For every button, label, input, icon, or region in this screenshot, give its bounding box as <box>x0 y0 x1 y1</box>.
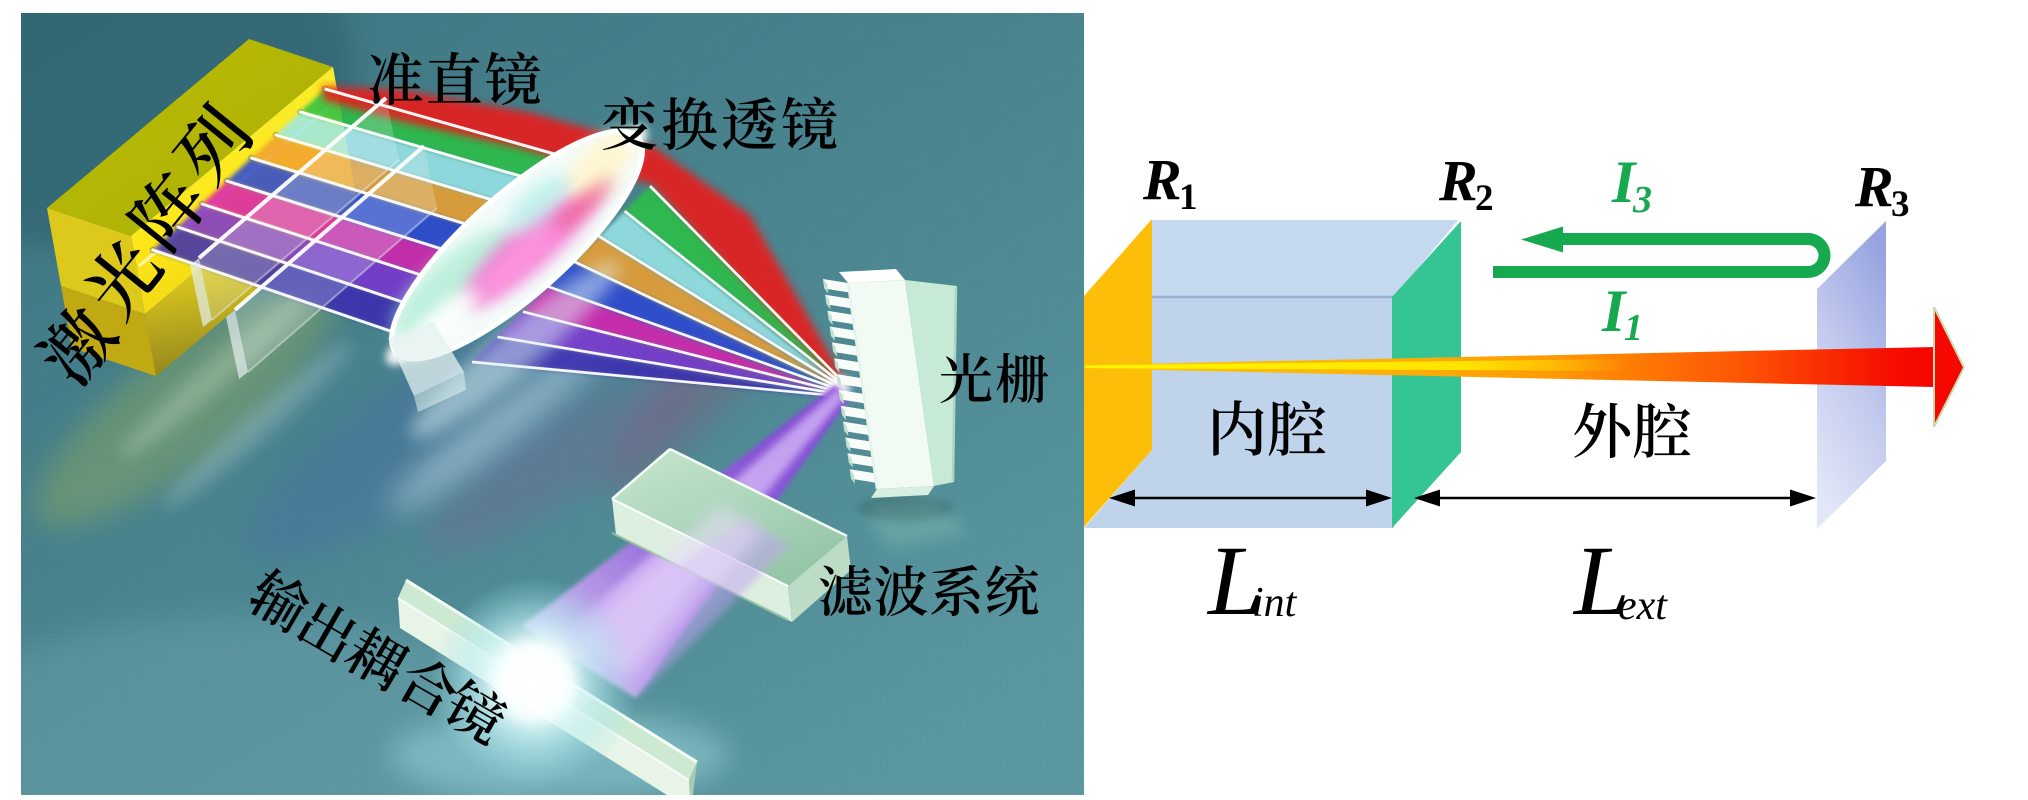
svg-text:int: int <box>1252 580 1298 626</box>
svg-text:1: 1 <box>1179 177 1198 218</box>
svg-text:I: I <box>1601 278 1628 344</box>
svg-text:2: 2 <box>1475 178 1494 219</box>
svg-text:3: 3 <box>1632 179 1652 221</box>
svg-text:L: L <box>1206 525 1264 636</box>
svg-text:ext: ext <box>1618 583 1668 629</box>
svg-text:I: I <box>1611 149 1638 215</box>
svg-text:L: L <box>1572 525 1630 636</box>
svg-text:R: R <box>1142 147 1182 212</box>
svg-text:1: 1 <box>1624 307 1643 349</box>
svg-text:3: 3 <box>1891 184 1910 225</box>
svg-text:R: R <box>1438 148 1478 213</box>
svg-text:R: R <box>1854 154 1894 219</box>
